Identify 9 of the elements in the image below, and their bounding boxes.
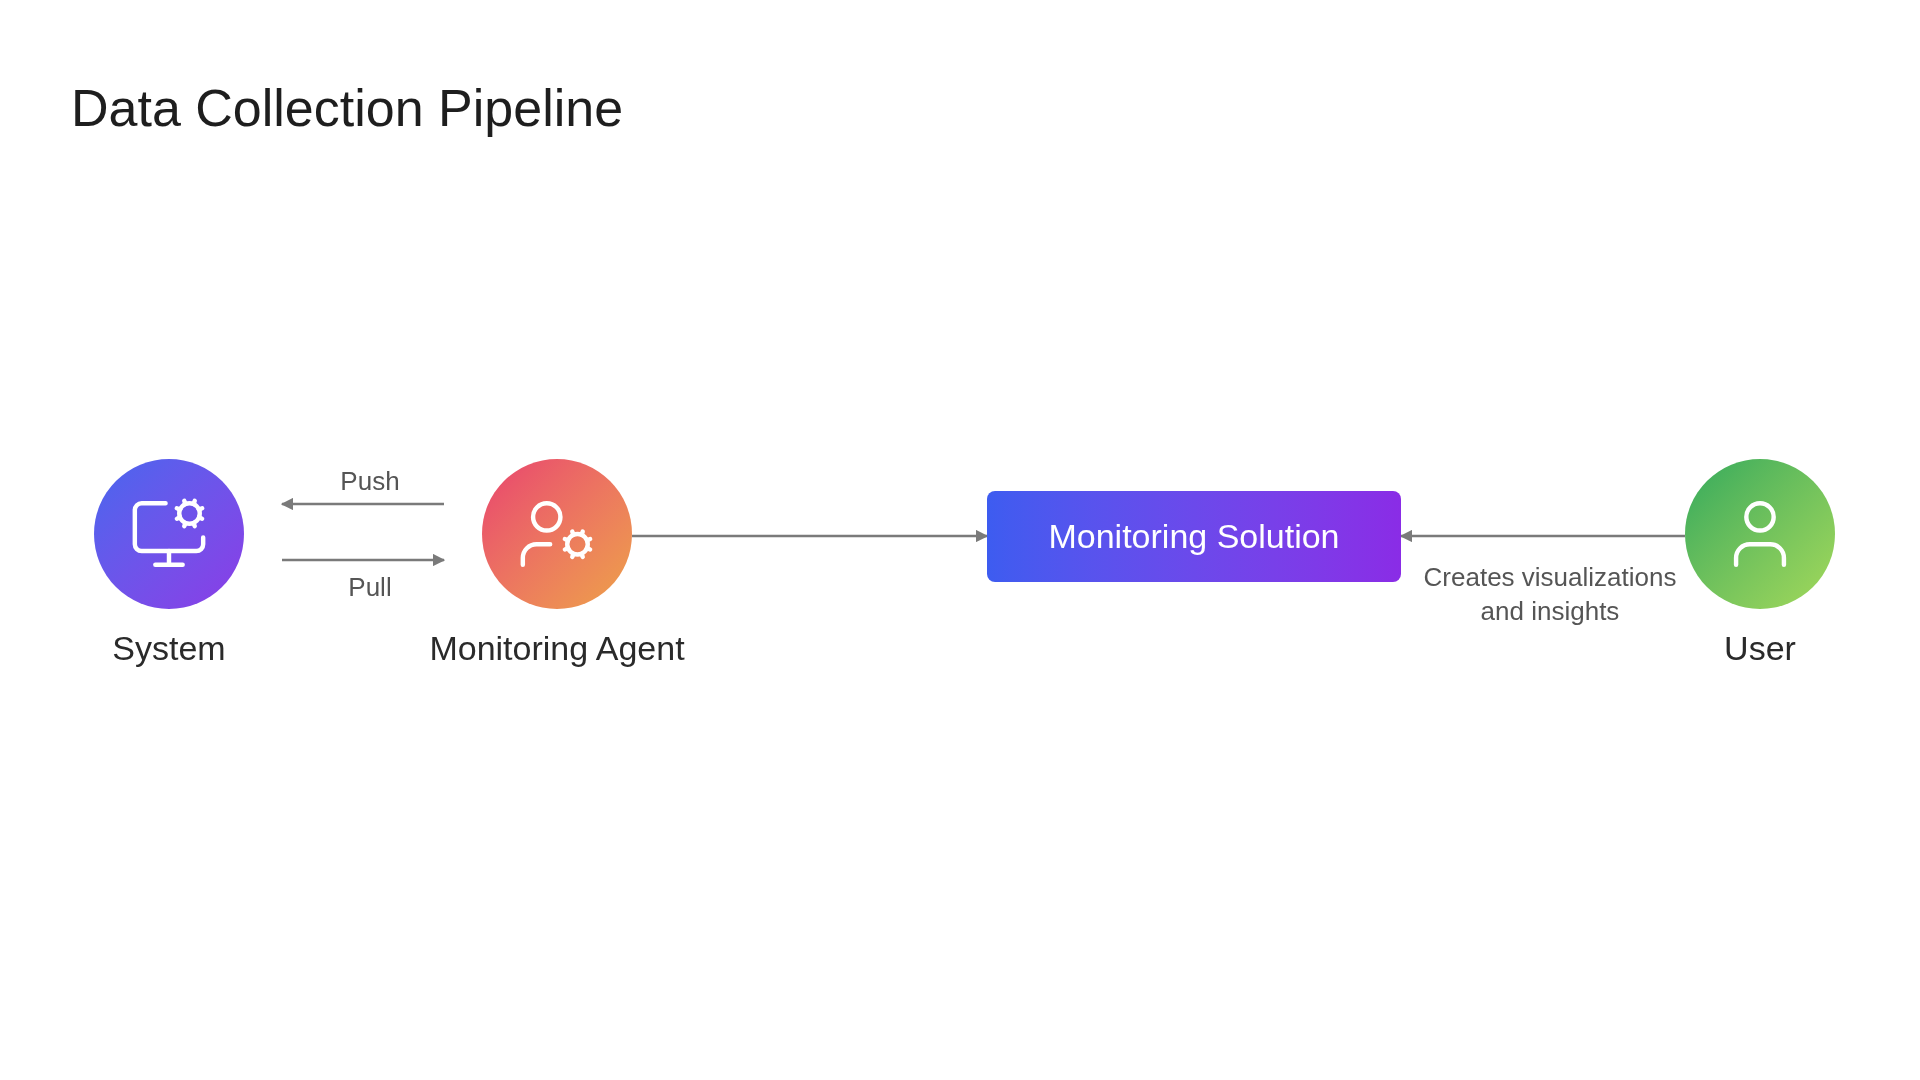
arrow	[632, 529, 989, 543]
node-label: User	[1724, 628, 1796, 669]
arrow	[280, 497, 444, 511]
arrow	[282, 553, 446, 567]
node-label: Monitoring Agent	[429, 628, 685, 669]
node-label: System	[112, 628, 226, 669]
solution-box: Monitoring Solution	[987, 491, 1401, 582]
title: Data Collection Pipeline	[71, 78, 624, 139]
arrow	[1399, 529, 1685, 543]
